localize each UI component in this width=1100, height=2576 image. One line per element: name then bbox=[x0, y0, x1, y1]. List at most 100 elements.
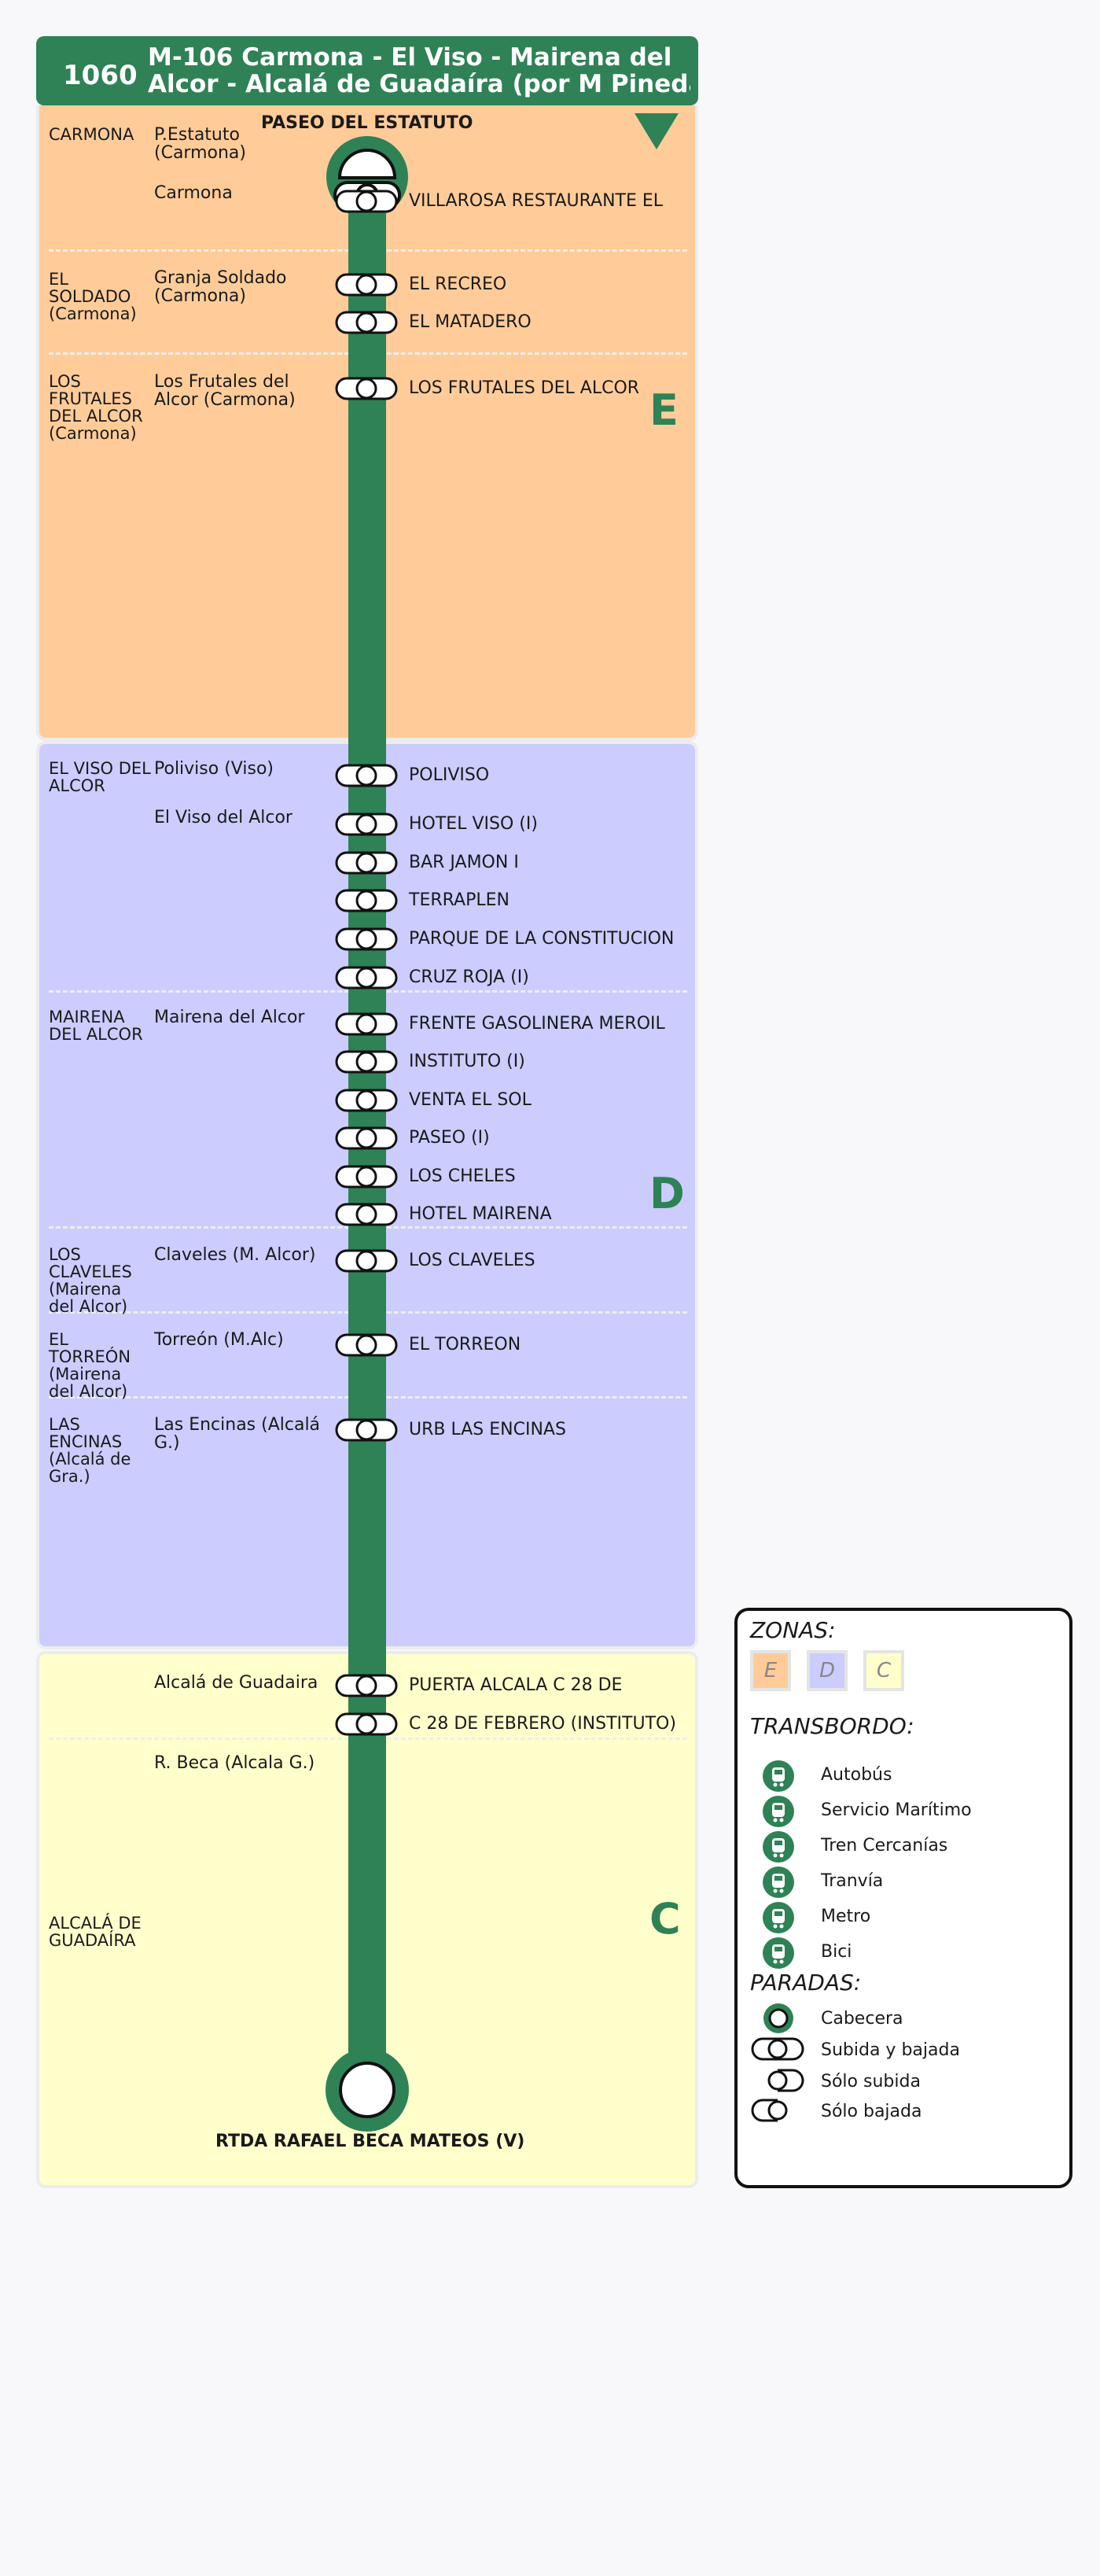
stop-label: HOTEL VISO (I) bbox=[409, 814, 538, 834]
locality-label: Claveles (M. Alcor) bbox=[154, 1245, 316, 1265]
locality-label: R. Beca (Alcala G.) bbox=[154, 1753, 315, 1773]
locality-label: Poliviso (Viso) bbox=[154, 759, 274, 779]
route-header: 1060 M-106 Carmona - El Viso - Mairena d… bbox=[36, 36, 698, 105]
metro-icon bbox=[763, 1902, 794, 1933]
stop-label: C 28 DE FEBRERO (INSTITUTO) bbox=[409, 1714, 676, 1734]
stop-symbol bbox=[335, 1089, 398, 1112]
municipality-label: MAIRENA DEL ALCOR bbox=[49, 1008, 143, 1044]
legend-zone-c-swatch: C bbox=[863, 1650, 904, 1691]
stop-symbol bbox=[335, 813, 398, 836]
zone-c-letter: C bbox=[649, 1894, 681, 1944]
legend-solo-subida-icon bbox=[767, 2069, 804, 2092]
stop-symbol bbox=[335, 1050, 398, 1074]
stop-label: VENTA EL SOL bbox=[409, 1090, 532, 1110]
start-direction-arrow bbox=[635, 113, 679, 149]
legend-parada-label: Cabecera bbox=[821, 2009, 903, 2029]
route-line bbox=[348, 149, 386, 2091]
legend-transbordo-label: Tranvía bbox=[821, 1871, 884, 1891]
stop-label: BAR JAMON I bbox=[409, 853, 519, 872]
stop-label: EL TORREON bbox=[409, 1335, 521, 1354]
municipality-label: LAS ENCINAS (Alcalá de Gra.) bbox=[49, 1415, 131, 1486]
stop-label: PASEO (I) bbox=[409, 1128, 490, 1148]
start-terminal-label: PASEO DEL ESTATUTO bbox=[261, 113, 473, 133]
stop-symbol bbox=[335, 1418, 398, 1442]
legend-parada-label: Subida y bajada bbox=[821, 2040, 960, 2060]
municipality-label: CARMONA bbox=[49, 125, 134, 144]
legend-zone-d-swatch: D bbox=[807, 1650, 848, 1691]
stop-label: LOS CHELES bbox=[409, 1166, 516, 1186]
stop-symbol bbox=[335, 966, 398, 989]
locality-label: Alcalá de Guadaira bbox=[154, 1673, 318, 1693]
locality-label: Mairena del Alcor bbox=[154, 1008, 305, 1027]
legend-zonas-title: ZONAS: bbox=[750, 1617, 836, 1643]
stop-symbol bbox=[335, 1165, 398, 1188]
stop-symbol bbox=[335, 377, 398, 400]
stop-label: PUERTA ALCALA C 28 DE bbox=[409, 1675, 623, 1695]
bike-icon bbox=[763, 1937, 794, 1969]
municipality-label: LOS FRUTALES DEL ALCOR (Carmona) bbox=[49, 372, 143, 443]
legend-cabecera-icon bbox=[763, 2003, 793, 2033]
municipality-label: ALCALÁ DE GUADAÍRA bbox=[49, 1914, 142, 1950]
stop-symbol bbox=[335, 1712, 398, 1736]
stop-label: VILLAROSA RESTAURANTE EL bbox=[409, 191, 664, 211]
locality-label: Carmona bbox=[154, 183, 233, 203]
stop-symbol bbox=[335, 889, 398, 912]
municipality-label: EL TORREÓN (Mairena del Alcor) bbox=[49, 1330, 131, 1401]
stop-symbol bbox=[335, 1012, 398, 1036]
stop-symbol bbox=[335, 1249, 398, 1273]
legend-transbordo-title: TRANSBORDO: bbox=[750, 1713, 914, 1739]
zone-d-letter: D bbox=[649, 1169, 685, 1218]
locality-label: Las Encinas (Alcalá G.) bbox=[154, 1415, 321, 1453]
tram-icon bbox=[763, 1867, 794, 1898]
stop-label: URB LAS ENCINAS bbox=[409, 1420, 566, 1439]
stop-label: CRUZ ROJA (I) bbox=[409, 967, 529, 987]
legend-transbordo-label: Tren Cercanías bbox=[821, 1836, 948, 1856]
locality-label: Granja Soldado (Carmona) bbox=[154, 268, 287, 306]
legend-parada-label: Sólo bajada bbox=[821, 2102, 922, 2121]
bus-icon bbox=[763, 1760, 794, 1792]
route-title-line-2: Alcor - Alcalá de Guadaíra (por M Pineda bbox=[148, 70, 690, 98]
municipality-label: LOS CLAVELES (Mairena del Alcor) bbox=[49, 1245, 132, 1316]
legend-parada-label: Sólo subida bbox=[821, 2072, 921, 2091]
stop-label: INSTITUTO (I) bbox=[409, 1052, 525, 1071]
stop-symbol bbox=[335, 273, 398, 297]
route-title-line-1: M-106 Carmona - El Viso - Mairena del bbox=[148, 44, 672, 72]
stop-symbol bbox=[335, 1674, 398, 1697]
legend-transbordo-label: Metro bbox=[821, 1907, 871, 1926]
stop-label: HOTEL MAIRENA bbox=[409, 1204, 552, 1224]
locality-label: Los Frutales del Alcor (Carmona) bbox=[154, 372, 296, 410]
route-title: M-106 Carmona - El Viso - Mairena del Al… bbox=[148, 44, 690, 98]
legend-transbordo-label: Autobús bbox=[821, 1765, 892, 1785]
legend-solo-bajada-icon bbox=[751, 2099, 788, 2122]
stop-symbol bbox=[335, 764, 398, 787]
stop-symbol bbox=[335, 927, 398, 951]
stop-label: PARQUE DE LA CONSTITUCION bbox=[409, 929, 675, 949]
stop-symbol bbox=[335, 1203, 398, 1226]
zone-e-letter: E bbox=[649, 385, 679, 435]
stop-symbol bbox=[335, 311, 398, 334]
end-terminal-label: RTDA RAFAEL BECA MATEOS (V) bbox=[215, 2132, 525, 2151]
train-icon bbox=[763, 1831, 794, 1863]
legend-subida-bajada-icon bbox=[751, 2037, 804, 2061]
stop-label: LOS CLAVELES bbox=[409, 1251, 535, 1270]
stop-label: EL MATADERO bbox=[409, 312, 532, 332]
municipality-label: EL VISO DEL ALCOR bbox=[49, 759, 151, 795]
route-number: 1060 bbox=[63, 60, 138, 91]
municipality-label: EL SOLDADO (Carmona) bbox=[49, 270, 137, 323]
end-terminal-marker bbox=[326, 2048, 409, 2132]
stop-symbol bbox=[335, 1333, 398, 1357]
stop-label: EL RECREO bbox=[409, 275, 507, 294]
stop-symbol bbox=[335, 1126, 398, 1150]
stop-label: FRENTE GASOLINERA MEROIL bbox=[409, 1014, 665, 1034]
ship-icon bbox=[763, 1796, 794, 1827]
stop-symbol bbox=[335, 851, 398, 875]
locality-label: Torreón (M.Alc) bbox=[154, 1330, 284, 1350]
legend-paradas-title: PARADAS: bbox=[750, 1970, 862, 1996]
locality-label: El Viso del Alcor bbox=[154, 808, 292, 827]
locality-label: P.Estatuto (Carmona) bbox=[154, 125, 246, 163]
stop-label: LOS FRUTALES DEL ALCOR bbox=[409, 378, 640, 398]
stop-label: TERRAPLEN bbox=[409, 890, 510, 910]
legend-transbordo-label: Bici bbox=[821, 1942, 852, 1962]
legend-zone-e-swatch: E bbox=[750, 1650, 791, 1691]
